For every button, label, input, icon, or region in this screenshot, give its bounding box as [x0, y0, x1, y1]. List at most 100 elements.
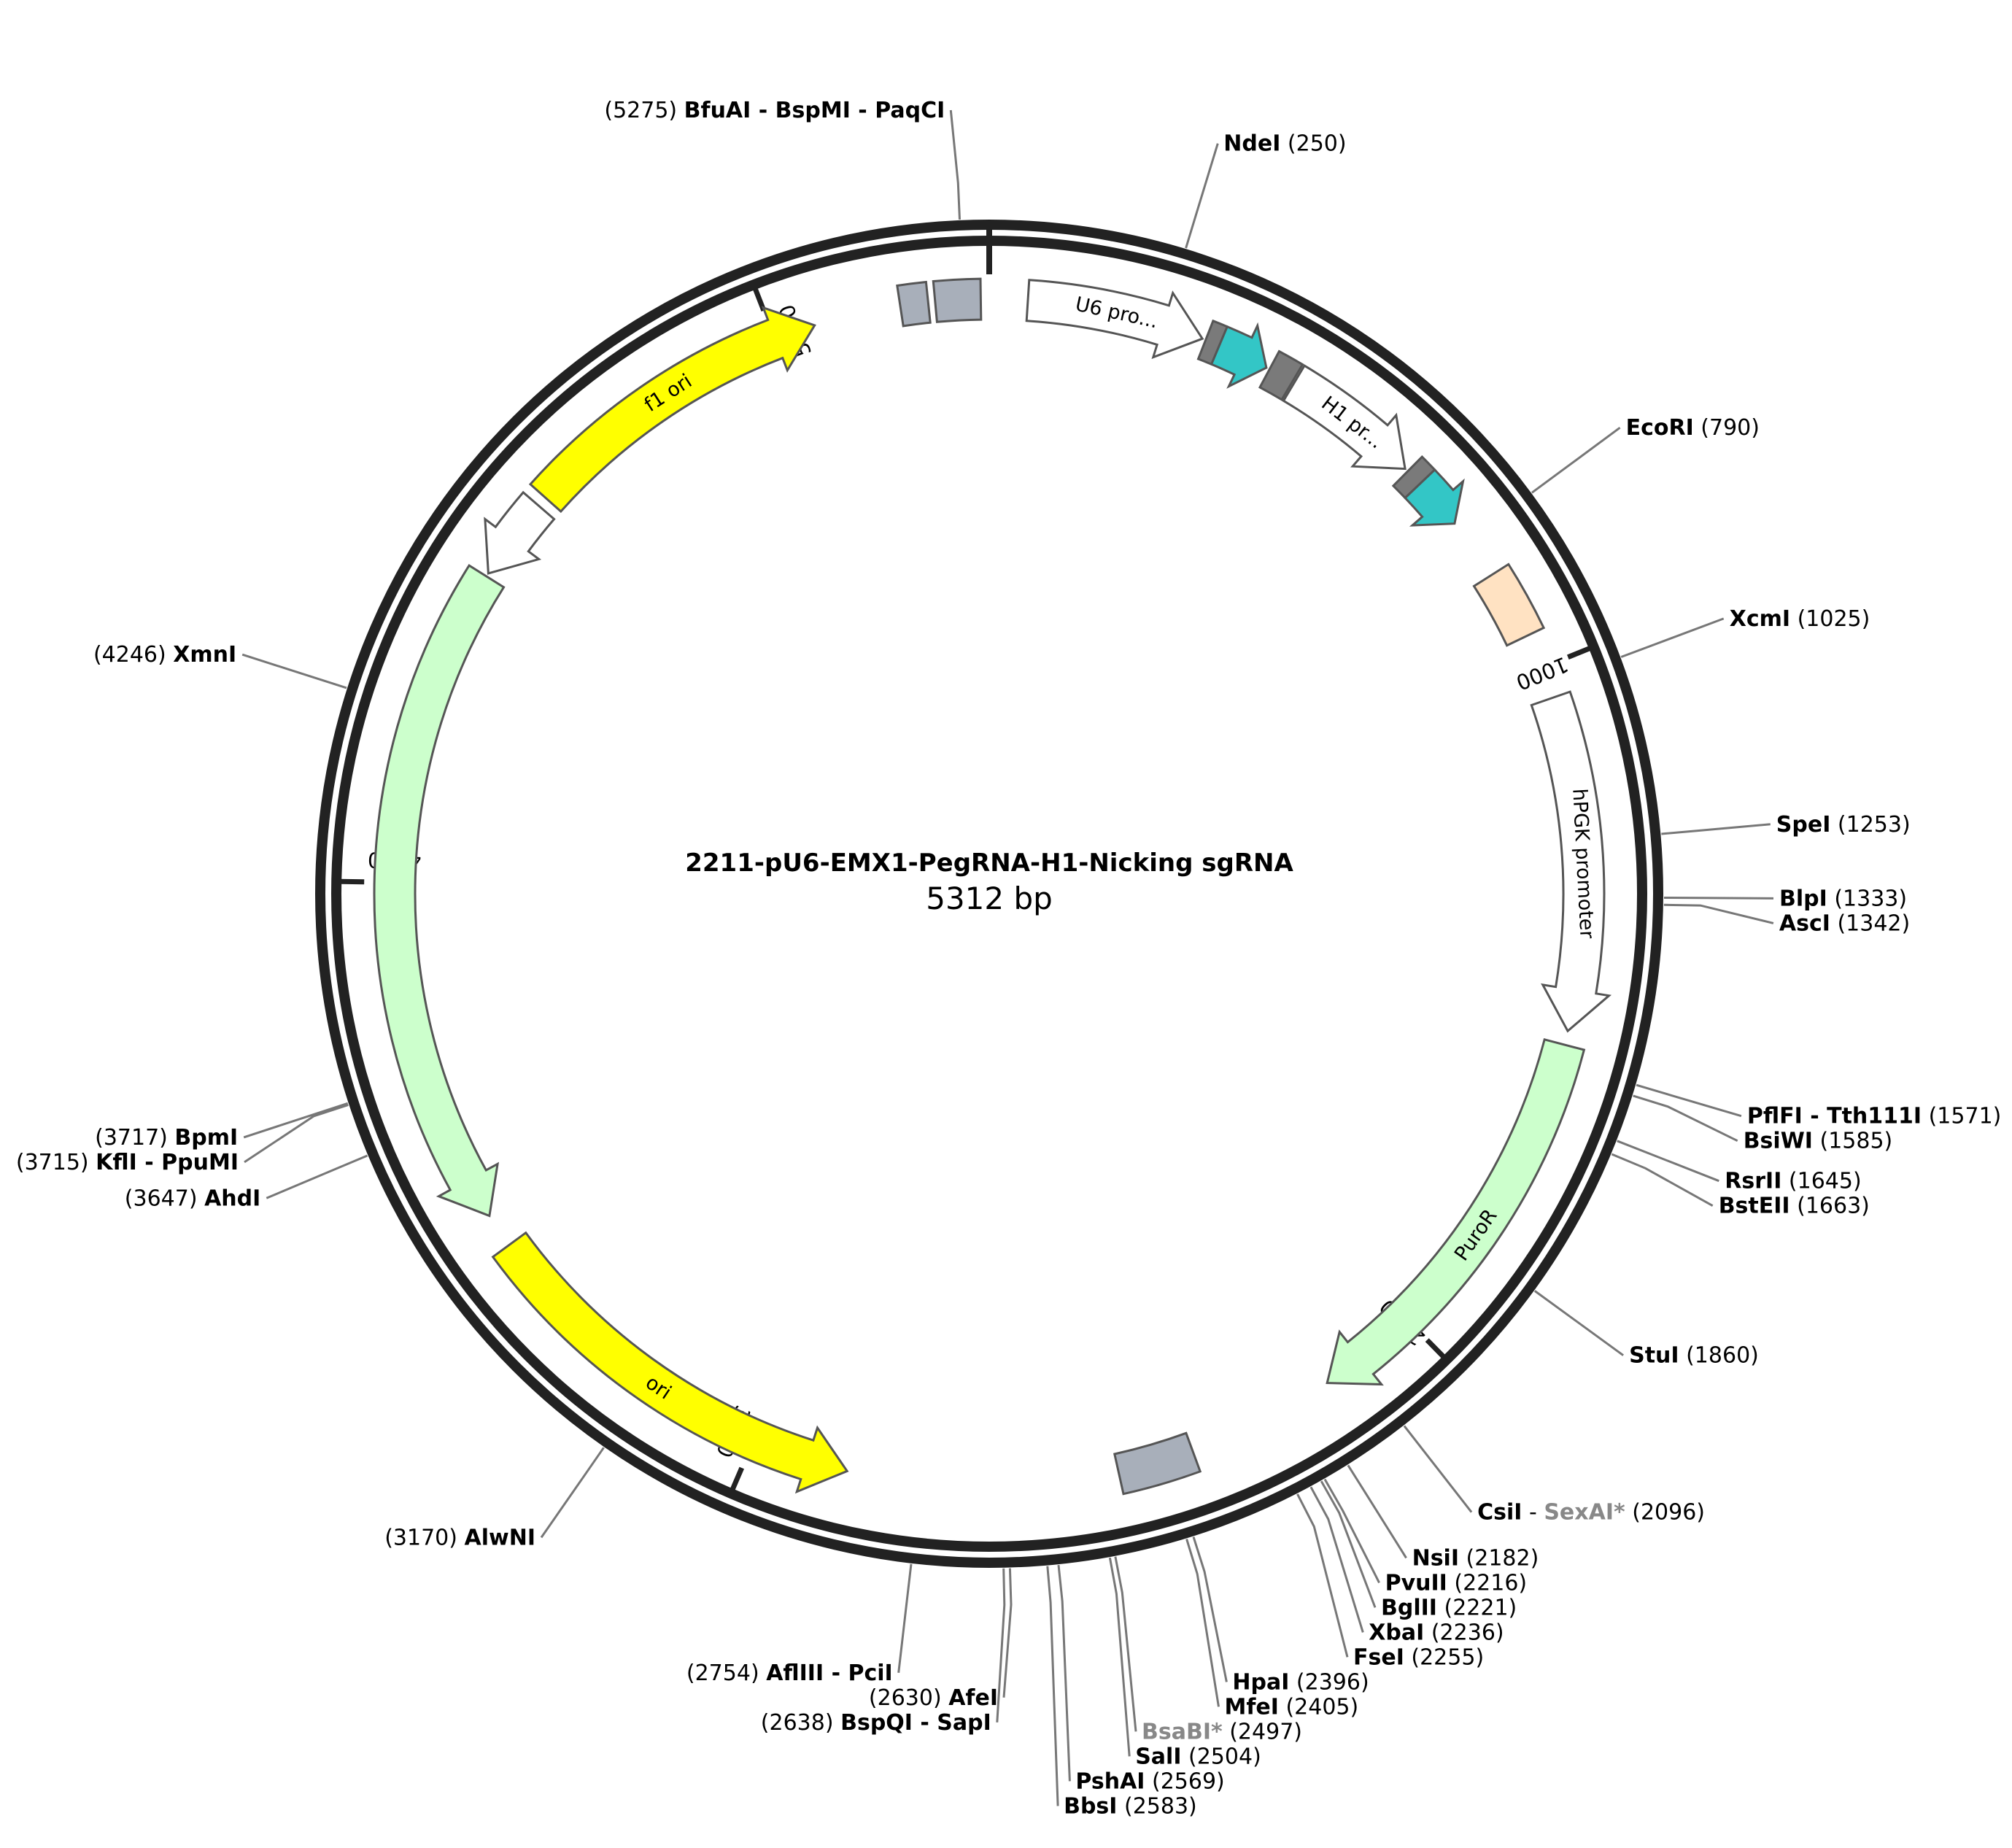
feature-seg-top-b: [932, 277, 983, 323]
site-leader: [1633, 1094, 1738, 1143]
site-leaders: [241, 109, 1774, 1806]
site-leader: [1617, 1140, 1719, 1183]
site-position: (790): [1694, 415, 1760, 441]
site-label: FseI (2255): [1353, 1644, 1484, 1670]
site-label: (2638) BspQI - SapI: [761, 1709, 991, 1735]
plasmid-length: 5312 bp: [926, 881, 1053, 916]
site-name: BspQI - SapI: [840, 1709, 991, 1735]
site-leader: [1663, 903, 1774, 924]
feature-teal-arrow-1: [1210, 322, 1268, 389]
site-position: (3717): [95, 1124, 174, 1150]
feature-puror: [1326, 1037, 1586, 1386]
site-leader: [1636, 1083, 1742, 1118]
plasmid-backbone: [315, 220, 1663, 1568]
feature-h1-promoter: [1282, 364, 1407, 471]
site-leader: [1185, 143, 1219, 249]
site-label: (5275) BfuAI - BspMI - PaqCI: [604, 98, 945, 123]
site-leader: [1611, 1153, 1714, 1207]
feature-small-white-arrow: [484, 490, 556, 575]
site-leader: [1661, 823, 1771, 835]
site-position: (2638): [761, 1709, 840, 1735]
site-position: (2754): [686, 1660, 766, 1685]
site-label: XcmI (1025): [1730, 606, 1870, 631]
site-label: BstEII (1663): [1719, 1193, 1870, 1218]
site-name: XcmI: [1730, 606, 1790, 631]
site-leader: [1320, 1480, 1377, 1608]
site-leader: [1185, 1539, 1220, 1707]
site-name: BpmI: [174, 1124, 238, 1150]
site-position: (2221): [1437, 1595, 1517, 1620]
site-position: (2255): [1404, 1644, 1484, 1670]
feature-f1-ori: [528, 306, 816, 514]
site-leader: [1663, 897, 1774, 900]
scale-tick-label: 1000: [1512, 652, 1571, 695]
site-name: SexAI*: [1544, 1499, 1625, 1525]
site-label: EcoRI (790): [1626, 415, 1760, 441]
site-label: BlpI (1333): [1779, 886, 1907, 911]
site-name: SalI: [1135, 1744, 1181, 1769]
feature-seg-top-a: [896, 280, 932, 328]
site-name: FseI: [1353, 1644, 1404, 1670]
site-name: XmnI: [173, 642, 236, 668]
site-leader: [1114, 1556, 1137, 1732]
site-position: (2182): [1459, 1545, 1539, 1571]
site-name: StuI: [1629, 1342, 1679, 1368]
feature-hpgk-promoter: [1530, 690, 1612, 1033]
site-leader: [266, 1154, 368, 1199]
site-position: (1663): [1790, 1193, 1870, 1218]
scale-tick: [1425, 1338, 1446, 1358]
site-label: (3170) AlwNI: [384, 1525, 535, 1550]
site-position: (1025): [1790, 606, 1870, 631]
feature-u6-promoter: [1025, 279, 1204, 360]
site-position: (1342): [1830, 911, 1910, 936]
site-leader: [241, 653, 347, 689]
site-name: PshAI: [1075, 1768, 1145, 1794]
site-position: (2504): [1181, 1744, 1261, 1769]
site-leader: [1620, 617, 1725, 658]
site-name: BfuAI - BspMI - PaqCI: [684, 98, 945, 123]
site-name: NdeI: [1223, 131, 1280, 156]
site-label: SpeI (1253): [1776, 811, 1911, 837]
site-leader: [1531, 426, 1621, 494]
site-label: NsiI (2182): [1412, 1545, 1539, 1571]
site-label: SalI (2504): [1135, 1744, 1261, 1769]
site-position: (3647): [125, 1186, 204, 1211]
site-label: NdeI (250): [1223, 131, 1346, 156]
site-label: (3647) AhdI: [125, 1186, 261, 1211]
site-leader: [1192, 1536, 1228, 1682]
site-name: AfeI: [948, 1685, 998, 1710]
site-label: BsaBI* (2497): [1142, 1719, 1302, 1744]
site-position: (2236): [1424, 1620, 1504, 1645]
site-label: StuI (1860): [1629, 1342, 1759, 1368]
site-name: NsiI: [1412, 1545, 1459, 1571]
site-name: PvuII: [1385, 1570, 1447, 1596]
site-position: (4246): [93, 642, 173, 668]
site-leader: [1403, 1425, 1473, 1513]
site-leader: [996, 1568, 1006, 1723]
site-position: (2630): [869, 1685, 948, 1710]
site-leader: [897, 1563, 913, 1673]
site-label: BbsI (2583): [1064, 1793, 1197, 1819]
site-leader: [1057, 1564, 1071, 1782]
site-name: PflFI - Tth111I: [1747, 1103, 1922, 1129]
site-label: RsrII (1645): [1725, 1168, 1861, 1194]
site-name: BglII: [1381, 1595, 1437, 1620]
site-label: CsiI - SexAI* (2096): [1477, 1499, 1705, 1525]
site-separator: -: [1522, 1499, 1544, 1525]
feature-ori: [491, 1231, 849, 1494]
site-leader: [1309, 1486, 1364, 1633]
site-position: (2216): [1447, 1570, 1527, 1596]
site-label: (3717) BpmI: [95, 1124, 238, 1150]
feature-teal-arrow-2: [1403, 468, 1465, 527]
site-leader: [1108, 1557, 1131, 1757]
site-label: AscI (1342): [1779, 911, 1910, 936]
site-leader: [243, 1102, 349, 1139]
site-position: (2569): [1145, 1768, 1224, 1794]
site-label: MfeI (2405): [1225, 1694, 1359, 1720]
site-leader: [1296, 1493, 1349, 1658]
site-name: SpeI: [1776, 811, 1831, 837]
site-position: (2405): [1279, 1694, 1358, 1720]
plasmid-name: 2211-pU6-EMX1-PegRNA-H1-Nicking sgRNA: [685, 848, 1293, 878]
site-name: AscI: [1779, 911, 1830, 936]
